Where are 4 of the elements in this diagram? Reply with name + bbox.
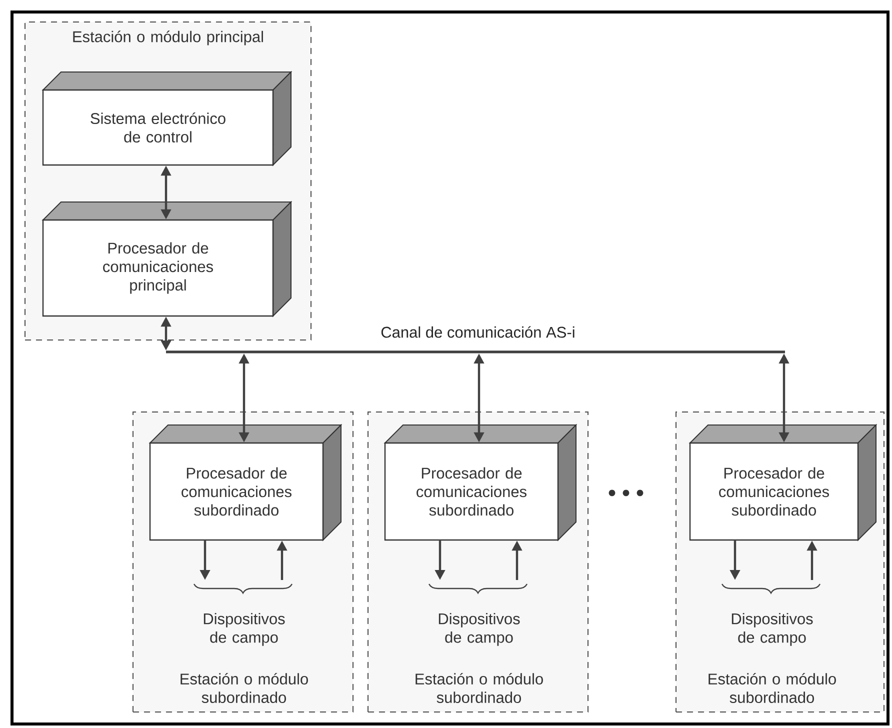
braced-label: Dispositivos de campo: [722, 584, 820, 646]
braced-label: Dispositivos de campo: [428, 584, 528, 646]
bus-line: Canal de comunicación AS-i: [166, 325, 785, 354]
braced-label: Dispositivos de campo: [194, 584, 292, 646]
